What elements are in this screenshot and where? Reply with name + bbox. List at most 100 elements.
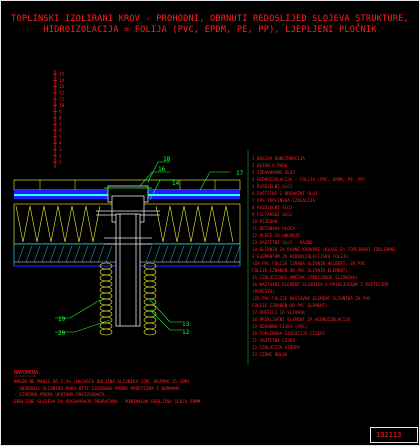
slab-hatch-line — [17, 245, 25, 263]
scale-label: 3 — [59, 147, 62, 153]
legend-item: 18 PRIKLJUČNI ELEMENT ZA HIDROIZOLACIJU — [252, 317, 351, 322]
scale-label: 5 — [59, 134, 62, 140]
pipe-insulation-coil — [143, 286, 157, 294]
scale-label: 9 — [59, 109, 62, 115]
callout-leaders — [55, 161, 230, 333]
slab-hatch-line — [193, 245, 201, 263]
slab-hatch-line — [73, 245, 81, 263]
pipe-insulation-coil — [143, 292, 157, 300]
pipe-insulation-coil — [99, 268, 113, 276]
callout-14: 14 — [172, 180, 180, 187]
drain-grate — [104, 186, 152, 196]
pipe-insulation-coil — [99, 286, 113, 294]
legend-item: FOLIJE IZRAĐEN OD PVC ELEMENT) — [252, 303, 328, 308]
slab-hatch-line — [201, 245, 209, 263]
slab-hatch-line — [217, 245, 225, 263]
scale-label: 6 — [59, 128, 62, 134]
scale-label: 11 — [59, 97, 65, 103]
legend-item: 14 SLIVNIK ZA RAVNE KROVOVE (KLASE B) TO… — [252, 247, 396, 252]
slab-hatch-line — [81, 245, 89, 263]
slab-hatch — [17, 245, 241, 263]
note-line: - ODVODNJA SLIVNIKA MORA BITI IZVEDENA P… — [14, 386, 180, 392]
scale-label: 14 — [59, 78, 65, 84]
scale-label: 1 — [59, 160, 62, 166]
legend-item: 4 HIDROIZOLACIJA - FOLIJA (PVC, EPDM, PE… — [252, 177, 366, 182]
pipe-insulation-coil — [99, 280, 113, 288]
legend-item: 20 TOPLINSKA IZOLACIJA CIJEVI — [252, 331, 326, 336]
legend-item: 21 ZAŠTITNA CIJEV — [252, 338, 295, 343]
note-line: NAGIB NE MANJI OD 1,5% (NAJVEĆA DULJINA … — [14, 380, 190, 385]
legend-item: 8 RAZDJELNI SLOJ — [252, 205, 293, 210]
callout-20: 20 — [58, 330, 66, 337]
legend-item: 7 XPS TOPLINSKA IZOLACIJA — [252, 198, 316, 203]
scale-label: 10 — [59, 103, 65, 109]
pipe-insulation-coil — [99, 316, 113, 324]
legend-item: 19 ODVODNA CIJEV (PVC) — [252, 324, 308, 329]
slab-hatch-line — [97, 245, 105, 263]
title-line-1: TOPLINSKI IZOLIRANI KROV - PROHODNI, OBR… — [11, 14, 409, 24]
pipe-insulation-coil — [143, 274, 157, 282]
pipe-insulation-coil — [99, 304, 113, 312]
slab-hatch-line — [49, 245, 57, 263]
legend-item: 10 PIJESAK — [252, 219, 278, 224]
pipe-insulation-coil — [143, 268, 157, 276]
slab-hatch-line — [33, 245, 41, 263]
slab-hatch-line — [89, 245, 97, 263]
legend-item: (ZA PVC FOLIJE NASTAVNI ELEMENT SLIVNIKA… — [252, 296, 371, 301]
insulation-hatch-left — [15, 205, 101, 243]
roof-drain — [96, 185, 160, 327]
pipe-insulation-coil — [143, 280, 157, 288]
scale-label: 12 — [59, 90, 65, 96]
slab-hatch-line — [57, 245, 65, 263]
legend-item: 5 RAZDJELNI SLOJ — [252, 184, 293, 189]
drawing-code: 132113 — [376, 431, 402, 439]
title-line-2: HIDROIZOLACIJA = FOLIJA (PVC, EPDM, PE, … — [43, 25, 377, 35]
legend-item: (ZA PVC FOLIJE IZRADA SLIVNIK HELBERT, Z… — [252, 261, 366, 266]
slab-hatch-line — [185, 245, 193, 263]
legend-item: 9 FILTARSKI SLOJ — [252, 212, 293, 217]
pipe-insulation-coil — [99, 322, 113, 330]
callout-19: 19 — [58, 316, 66, 323]
callout-12: 12 — [182, 329, 190, 336]
slab-hatch-line — [65, 245, 73, 263]
slab-hatch-line — [225, 245, 233, 263]
paving-joints — [39, 180, 216, 190]
callout-16: 16 — [158, 166, 166, 173]
scale-label: 2 — [59, 153, 62, 159]
pipe-insulation-coil — [143, 328, 157, 336]
scale-label: 7 — [59, 122, 62, 128]
pipe-insulation-coil — [99, 328, 113, 336]
pipe-insulation-coil — [99, 274, 113, 282]
legend-item: 17 ROŠTILJ ZA SLIVNIK — [252, 310, 305, 315]
legend-item: 1 NOSIVA KONSTRUKCIJA — [252, 156, 305, 161]
code-box — [370, 427, 418, 443]
scale-label: 8 — [59, 116, 62, 122]
slab-hatch-line — [25, 245, 33, 263]
legend-item: (PODESIV) — [252, 289, 275, 294]
note-line: DEBLJINE SLOJEVA DA ODGOVARAJU PRORAČUNU… — [14, 399, 201, 405]
slab-hatch-line — [105, 245, 113, 263]
slab-hatch-line — [153, 245, 161, 263]
slab-hatch-line — [209, 245, 217, 263]
slab-hatch-line — [169, 245, 177, 263]
pipe-insulation-coil — [99, 292, 113, 300]
scale-label: 4 — [59, 141, 62, 147]
insulation-hatch-right — [155, 205, 234, 243]
legend-item: 22 IZOLACIJA STROPA — [252, 345, 300, 350]
slab-hatch-line — [177, 245, 185, 263]
legend-item: 6 ZAŠTITNI I DRENAŽNI SLOJ — [252, 191, 318, 196]
scale-label: 13 — [59, 84, 65, 90]
legend-item: 2 BETON U PADU — [252, 163, 288, 168]
callout-18: 18 — [163, 156, 171, 163]
legend-item: 12 PLOČE ZA HODANJE — [252, 233, 300, 238]
pipe-insulation — [99, 262, 157, 336]
legend-item: S ELEMENTOM ZA HIDROIZOLACIJSKU FOLIJU — [252, 254, 348, 259]
pipe-insulation-coil — [99, 298, 113, 306]
pipe-insulation-coil — [143, 322, 157, 330]
slab-hatch-line — [233, 245, 241, 263]
legend-item: 23 ZIDNI OBLOG — [252, 352, 288, 357]
layer-scale-ticks — [53, 73, 57, 163]
pipe-insulation-coil — [143, 298, 157, 306]
